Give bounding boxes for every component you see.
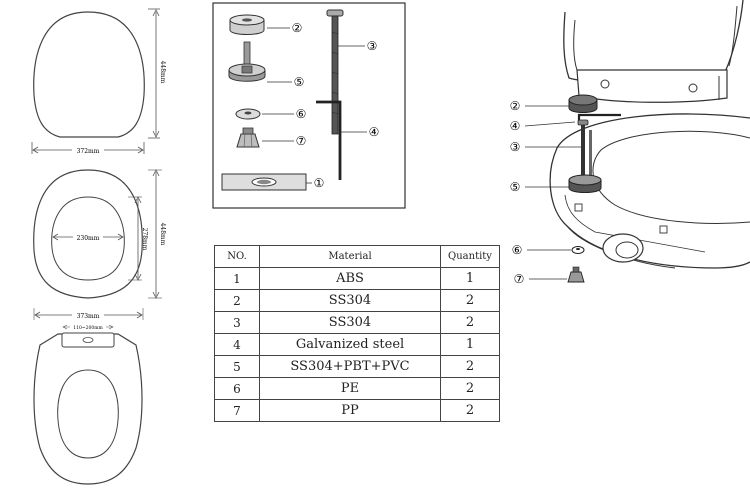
assembly-callout-2: ② bbox=[510, 99, 521, 113]
part-2-cap bbox=[229, 14, 265, 35]
inner-width-label: 230mm bbox=[77, 235, 100, 242]
row-quantity: 1 bbox=[440, 333, 500, 356]
seat-bottom-opening bbox=[57, 369, 119, 459]
hinge-spacing-label: 110~200mm bbox=[73, 325, 103, 331]
row-quantity: 2 bbox=[440, 399, 500, 422]
row-material: SS304 bbox=[259, 311, 441, 334]
part-5-hinge-post bbox=[228, 41, 266, 82]
row-no: 7 bbox=[214, 399, 260, 422]
assembly-bolt bbox=[577, 119, 592, 177]
part-7-callout: ⑦ bbox=[296, 134, 307, 148]
part-4-wrench bbox=[316, 100, 342, 180]
part-5-callout: ⑤ bbox=[294, 75, 305, 89]
lid-hinge-bar bbox=[576, 69, 728, 103]
table-row: 1 ABS 1 bbox=[214, 267, 500, 290]
assembly-hinge-post bbox=[568, 174, 602, 193]
parts-kit-box: ② ⑤ ⑥ ⑦ ① ③ bbox=[212, 2, 406, 209]
row-quantity: 2 bbox=[440, 289, 500, 312]
row-no: 5 bbox=[214, 355, 260, 378]
inner-height-label: 278mm bbox=[141, 228, 148, 251]
row-material: ABS bbox=[259, 267, 441, 290]
part-3-bolt bbox=[326, 9, 344, 135]
part-6-washer bbox=[235, 108, 261, 120]
row-quantity: 2 bbox=[440, 355, 500, 378]
row-no: 2 bbox=[214, 289, 260, 312]
part-7-nut bbox=[236, 127, 260, 148]
assembly-callout-3: ③ bbox=[510, 140, 521, 154]
table-row: 2 SS304 2 bbox=[214, 289, 500, 312]
row-quantity: 2 bbox=[440, 311, 500, 334]
part-6-callout: ⑥ bbox=[296, 107, 307, 121]
table-row: 7 PP 2 bbox=[214, 399, 500, 422]
row-quantity: 2 bbox=[440, 377, 500, 400]
toilet-bowl bbox=[549, 113, 750, 269]
row-material: Galvanized steel bbox=[259, 333, 441, 356]
part-1-callout: ① bbox=[314, 176, 325, 190]
hinge-plate bbox=[61, 332, 115, 348]
lid-width-label: 372mm bbox=[77, 148, 100, 155]
bottom-width-label: 373mm bbox=[77, 313, 100, 320]
assembly-cap bbox=[568, 94, 598, 113]
part-1-base bbox=[221, 173, 307, 191]
col-quantity-header: Quantity bbox=[440, 245, 500, 268]
row-material: PP bbox=[259, 399, 441, 422]
table-row: 3 SS304 2 bbox=[214, 311, 500, 334]
lid-height-label: 448mm bbox=[159, 61, 166, 84]
assembly-nut bbox=[567, 266, 585, 283]
assembly-callout-6: ⑥ bbox=[512, 243, 523, 257]
assembly-callout-5: ⑤ bbox=[510, 180, 521, 194]
seat-lid-outline bbox=[33, 11, 145, 138]
parts-material-table: NO. Material Quantity 1 ABS 1 2 SS304 2 … bbox=[214, 245, 500, 422]
table-header-row: NO. Material Quantity bbox=[214, 245, 500, 268]
col-no-header: NO. bbox=[214, 245, 260, 268]
part-4-callout: ④ bbox=[369, 125, 380, 139]
part-3-callout: ③ bbox=[367, 39, 378, 53]
row-material: PE bbox=[259, 377, 441, 400]
col-material-header: Material bbox=[259, 245, 441, 268]
row-no: 6 bbox=[214, 377, 260, 400]
table-row: 4 Galvanized steel 1 bbox=[214, 333, 500, 356]
seat-ring-outline bbox=[33, 169, 143, 299]
seat-inner-opening bbox=[51, 196, 125, 281]
part-2-callout: ② bbox=[292, 21, 303, 35]
assembly-washer bbox=[571, 246, 585, 254]
row-material: SS304 bbox=[259, 289, 441, 312]
seat-dimension-drawings: 448mm 372mm 230mm 278mm 448mm 373mm 110~… bbox=[31, 8, 166, 485]
table-row: 6 PE 2 bbox=[214, 377, 500, 400]
ring-height-label: 448mm bbox=[159, 223, 166, 246]
table-row: 5 SS304+PBT+PVC 2 bbox=[214, 355, 500, 378]
seat-bottom-outline bbox=[33, 333, 143, 485]
row-no: 1 bbox=[214, 267, 260, 290]
row-no: 3 bbox=[214, 311, 260, 334]
row-quantity: 1 bbox=[440, 267, 500, 290]
assembly-callout-7: ⑦ bbox=[514, 272, 525, 286]
assembly-illustration: ② ④ ③ ⑤ ⑥ ⑦ bbox=[510, 0, 750, 286]
row-material: SS304+PBT+PVC bbox=[259, 355, 441, 378]
assembly-callout-4: ④ bbox=[510, 119, 521, 133]
row-no: 4 bbox=[214, 333, 260, 356]
